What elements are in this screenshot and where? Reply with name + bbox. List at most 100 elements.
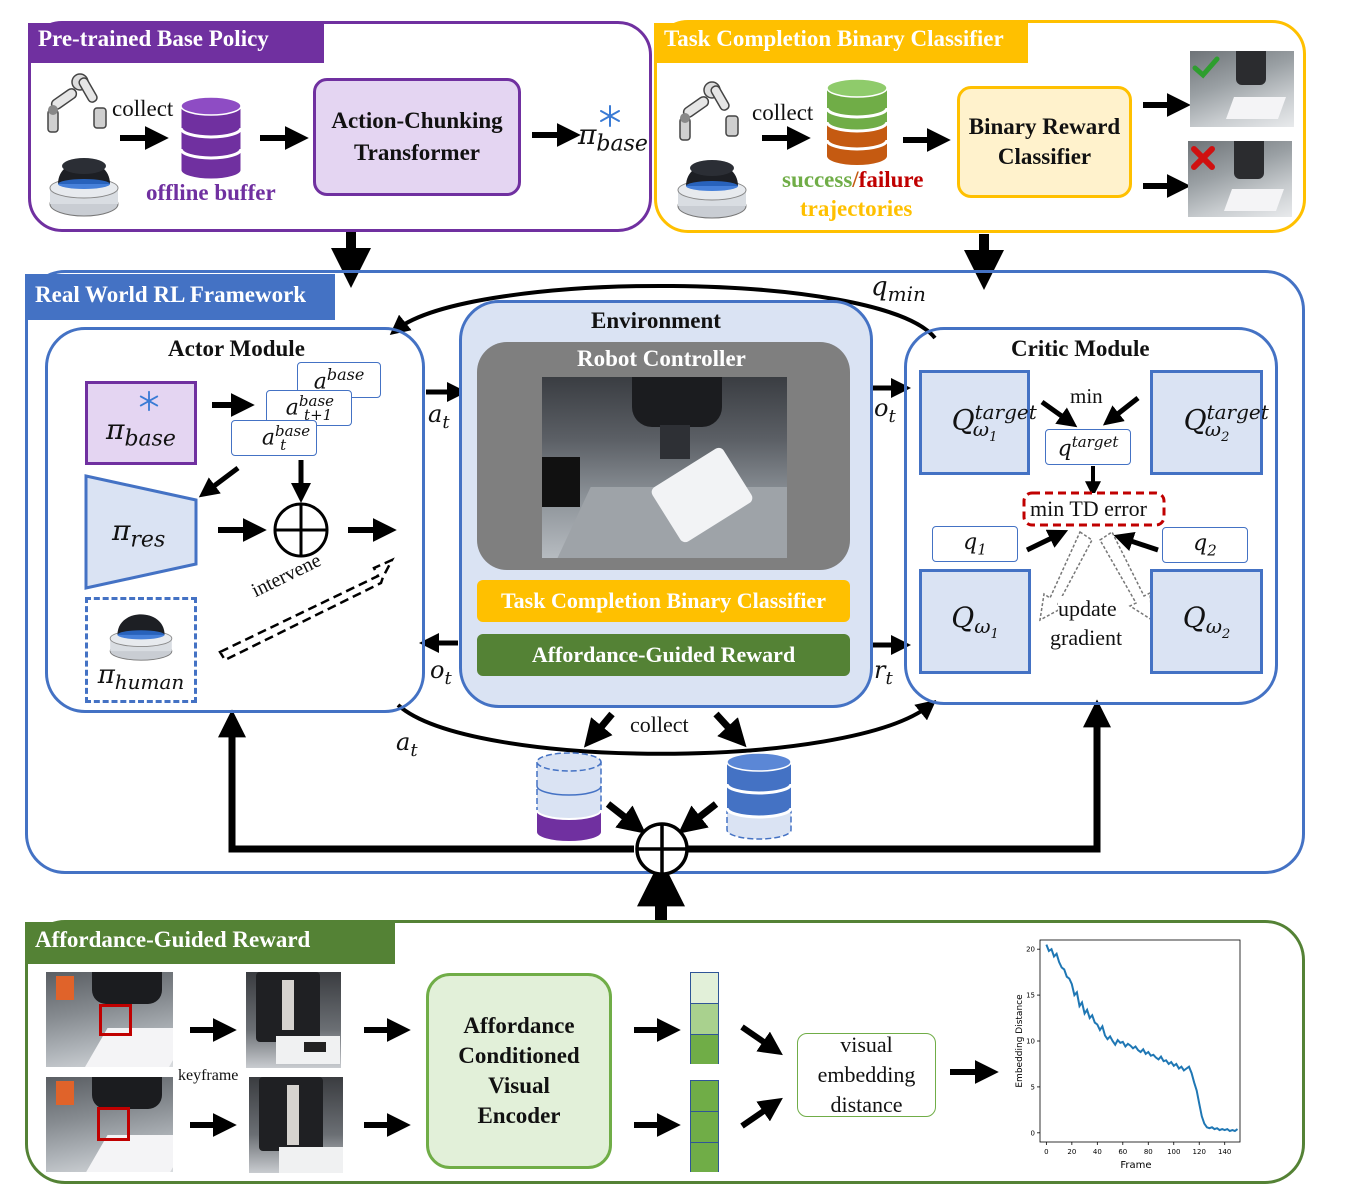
affordance-highlight-2	[97, 1107, 130, 1141]
gradient-label: gradient	[1050, 625, 1123, 650]
min-label: min	[1070, 384, 1103, 408]
chart-xtick-label: 0	[1044, 1148, 1048, 1156]
trajectory-db-icon	[825, 78, 889, 165]
crop-photo-1	[246, 972, 341, 1068]
embedding-distance-box: visual embedding distance	[797, 1032, 936, 1117]
robot-controller-title: Robot Controller	[577, 346, 746, 371]
embedding-vector-1	[690, 972, 719, 1064]
snowflake-icon	[600, 105, 620, 127]
arrow-qt2-to-min	[1102, 396, 1140, 426]
actor-title: Actor Module	[168, 336, 305, 361]
arrow-q1-to-td	[1025, 529, 1069, 553]
q1-box: q1	[932, 526, 1018, 562]
chart-xtick-label: 120	[1193, 1148, 1206, 1156]
update-label: update	[1058, 596, 1117, 622]
q-min-label: qmin	[871, 272, 926, 307]
chart-xtick-label: 20	[1067, 1148, 1076, 1156]
chart-ytick-label: 15	[1026, 992, 1035, 1000]
classifier-title: Task Completion Binary Classifier	[654, 23, 1028, 63]
arrow-collect-right	[713, 711, 747, 748]
snowflake-icon-2	[139, 390, 159, 412]
keyframe-label: keyframe	[178, 1067, 239, 1084]
pi-res-trapezoid	[84, 474, 198, 590]
rt-label: rt	[874, 656, 893, 689]
check-icon	[1192, 56, 1220, 79]
failure-photo	[1188, 141, 1292, 217]
classifier-panel	[654, 20, 1306, 233]
merge-to-critic-line	[688, 699, 1111, 853]
pi-human-box: πhuman	[85, 597, 197, 703]
intervene-arrow	[218, 557, 395, 662]
arrow-collect-left	[583, 711, 615, 748]
arrow-db-purple-to-merge	[605, 801, 646, 834]
at-label-top: at	[428, 400, 450, 433]
brc-label: Binary Reward Classifier	[968, 114, 1121, 169]
pi-res-label: πres	[112, 514, 166, 553]
q-w2-box: Qω2	[1150, 569, 1263, 674]
affordance-panel	[25, 920, 1305, 1184]
chart-plot-area	[1039, 939, 1241, 1143]
q-target-1-box: Qtargetω1	[919, 370, 1037, 475]
critic-title: Critic Module	[1011, 336, 1150, 361]
offline-buffer-icon	[179, 96, 243, 180]
chart-xtick-label: 40	[1093, 1148, 1102, 1156]
q2-box: q2	[1162, 527, 1248, 563]
action-chunk-card-1: abaset	[231, 420, 317, 456]
collect-label-1: collect	[112, 96, 174, 121]
act-label: Action-Chunking Transformer	[331, 108, 503, 165]
gradient-arrow-left	[1039, 530, 1093, 622]
chart-ytick-label: 10	[1026, 1038, 1035, 1046]
chart-xtick-label: 80	[1144, 1148, 1153, 1156]
chart-ytick-label: 0	[1031, 1129, 1035, 1137]
pi-base-box: πbase	[85, 381, 197, 465]
env-tcbc-bar: Task Completion Binary Classifier	[477, 580, 850, 622]
offline-replay-buffer-icon	[536, 752, 602, 841]
robot-arm-icon-2	[679, 81, 739, 141]
arrow-qt1-to-min	[1040, 399, 1078, 428]
chart-xlabel: Frame	[1120, 1160, 1151, 1171]
crop-photo-2	[249, 1077, 343, 1173]
chart-ylabel: Embedding Distance	[1015, 994, 1025, 1088]
pretrained-title: Pre-trained Base Policy	[28, 23, 324, 63]
min-td-box	[1022, 491, 1166, 527]
collect-label-2: collect	[752, 100, 814, 125]
robot-camera-photo	[542, 377, 787, 558]
success-photo	[1190, 51, 1294, 127]
environment-title: Environment	[591, 308, 721, 333]
min-td-label: min TD error	[1030, 496, 1147, 521]
q-target-2-box: Qtargetω2	[1150, 370, 1269, 475]
env-agr-bar: Affordance-Guided Reward	[477, 634, 850, 676]
affordance-title: Affordance-Guided Reward	[25, 922, 395, 964]
embedding-vector-2	[690, 1080, 719, 1172]
chart-xtick-label: 100	[1167, 1148, 1180, 1156]
affordance-highlight-1	[99, 1004, 132, 1036]
online-replay-buffer-icon	[725, 752, 793, 840]
chart-xtick-label: 140	[1218, 1148, 1231, 1156]
scene-photo-1	[46, 972, 173, 1067]
ot-label-right: ot	[874, 394, 896, 427]
pi-base-output: πbase	[578, 118, 648, 157]
q-w1-box: Qω1	[919, 569, 1031, 674]
q-target-box: qtarget	[1045, 429, 1131, 465]
scene-photo-2	[46, 1077, 173, 1172]
spacemouse-icon-2	[677, 160, 747, 219]
critic-module	[904, 327, 1278, 705]
cross-icon	[1191, 146, 1215, 170]
chart-xtick-label: 60	[1118, 1148, 1127, 1156]
success-failure-label: success/failure	[782, 167, 924, 192]
arrow-chunk-to-pires	[198, 466, 240, 498]
collect-label-3: collect	[630, 712, 689, 737]
chart-series-line	[1045, 944, 1239, 1133]
pretrained-panel	[28, 21, 652, 232]
chart-ytick-label: 5	[1031, 1083, 1035, 1091]
merge-to-actor-line	[218, 709, 634, 853]
offline-buffer-label: offline buffer	[146, 180, 276, 205]
arrow-qmin	[389, 283, 937, 340]
ot-label-left: ot	[430, 656, 452, 689]
brc-box: Binary Reward Classifier	[957, 86, 1132, 198]
arrow-q2-to-td	[1113, 531, 1159, 553]
arrow-at-bottom	[396, 699, 937, 756]
arrow-db-blue-to-merge	[678, 801, 719, 834]
